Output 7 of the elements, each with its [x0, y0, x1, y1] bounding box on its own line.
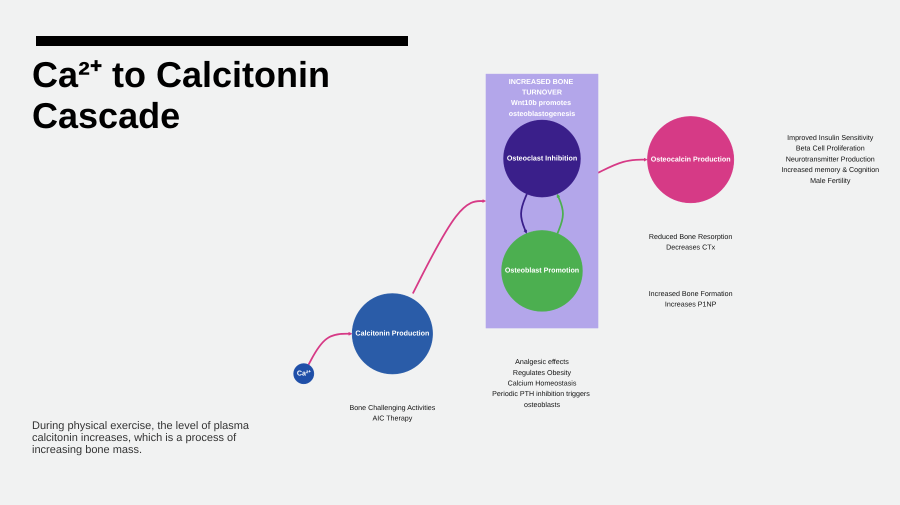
arrow — [308, 332, 352, 366]
title: Ca²⁺ to Calcitonin Cascade — [32, 54, 331, 137]
arrow — [412, 199, 486, 294]
arrow — [520, 194, 528, 234]
arrow — [556, 194, 564, 234]
note-text: During physical exercise, the level of plasma calcitonin increases, which is a process of increasing bone mass. — [32, 420, 250, 456]
arrow — [598, 158, 648, 174]
